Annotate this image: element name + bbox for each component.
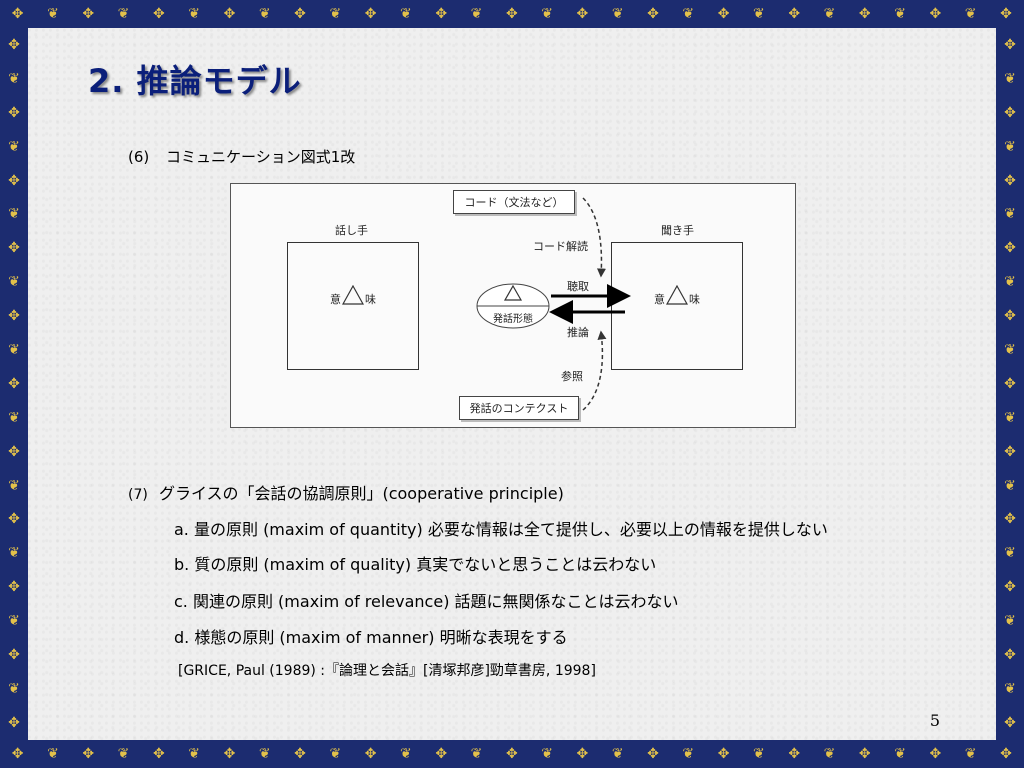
- item-6-label: (6): [128, 148, 150, 166]
- maxim-quality: b. 質の原則 (maxim of quality) 真実でないと思うことは云わ…: [174, 555, 657, 574]
- right-ornament-border: ✥❦✥❦✥❦✥❦✥❦✥❦✥❦✥❦✥❦✥❦✥: [1004, 36, 1016, 731]
- slide-title: 2. 推論モデル: [88, 62, 302, 100]
- item-7-heading: グライスの「会話の協調原則」(cooperative principle): [158, 484, 564, 503]
- item-6-text: コミュニケーション図式1改: [166, 148, 356, 166]
- diagram-arrows: [476, 197, 631, 411]
- utterance-label: 発話形態: [493, 314, 533, 325]
- triangle-icon: [342, 285, 364, 305]
- slide-content: 2. 推論モデル (6) コミュニケーション図式1改 話し手 聞き手 意 味 意…: [28, 28, 996, 740]
- speaker-box: 意 味: [287, 242, 419, 370]
- listen-label: 聴取: [567, 280, 589, 293]
- item-7-heading-line: (7) グライスの「会話の協調原則」(cooperative principle…: [128, 480, 564, 504]
- decode-label: コード解読: [533, 240, 588, 253]
- hearer-meaning-left: 意: [654, 293, 665, 306]
- infer-label: 推論: [567, 326, 589, 339]
- context-box: 発話のコンテクスト: [459, 396, 579, 420]
- item-6-caption: (6) コミュニケーション図式1改: [128, 146, 355, 167]
- item-7-label: (7): [128, 487, 148, 503]
- maxim-quantity: a. 量の原則 (maxim of quantity) 必要な情報は全て提供し、…: [174, 520, 828, 539]
- triangle-icon: [666, 285, 688, 305]
- hearer-label: 聞き手: [661, 224, 694, 237]
- speaker-label: 話し手: [335, 224, 368, 237]
- page-number: 5: [929, 711, 940, 730]
- citation-reference: [GRICE, Paul (1989) :『論理と会話』[清塚邦彦]勁草書房, …: [178, 663, 596, 679]
- hearer-meaning-right: 味: [689, 293, 700, 306]
- speaker-meaning-left: 意: [330, 293, 341, 306]
- bottom-ornament-border: ✥❦✥❦✥❦✥❦✥❦✥❦✥❦✥❦✥❦✥❦✥❦✥❦✥❦✥❦✥: [11, 746, 1012, 762]
- communication-diagram: 話し手 聞き手 意 味 意 味 コード（文法など） 発話のコンテクスト コード解…: [230, 183, 796, 428]
- maxim-relevance: c. 関連の原則 (maxim of relevance) 話題に無関係なことは…: [174, 592, 679, 611]
- maxim-manner: d. 様態の原則 (maxim of manner) 明晰な表現をする: [174, 628, 568, 647]
- code-box: コード（文法など）: [453, 190, 575, 214]
- top-ornament-border: ✥❦✥❦✥❦✥❦✥❦✥❦✥❦✥❦✥❦✥❦✥❦✥❦✥❦✥❦✥: [11, 6, 1012, 22]
- hearer-box: 意 味: [611, 242, 743, 370]
- speaker-meaning-right: 味: [365, 293, 376, 306]
- refer-label: 参照: [561, 370, 583, 383]
- left-ornament-border: ✥❦✥❦✥❦✥❦✥❦✥❦✥❦✥❦✥❦✥❦✥: [8, 36, 20, 731]
